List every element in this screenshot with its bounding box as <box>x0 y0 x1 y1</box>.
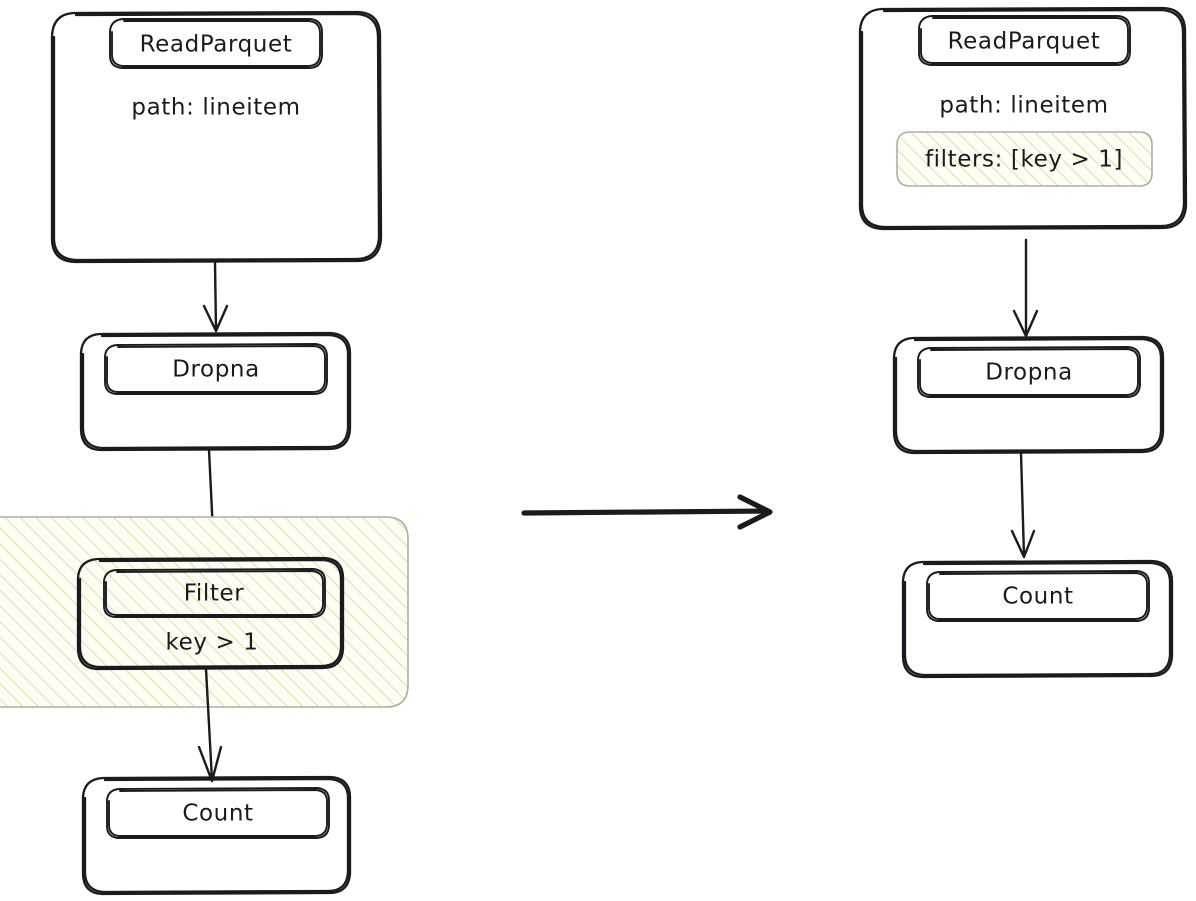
node-title-pill-left-count: Count <box>106 787 330 839</box>
node-title-pill-right-dropna: Dropna <box>917 346 1141 398</box>
node-title-right-count: Count <box>1002 584 1073 610</box>
edge-left-filter-to-count <box>197 667 223 783</box>
highlight-region-right-filters <box>896 131 1153 187</box>
node-right-dropna[interactable]: Dropna <box>892 335 1165 455</box>
node-title-right-readparquet: ReadParquet <box>948 29 1101 55</box>
node-left-filter[interactable]: Filter key > 1 <box>76 556 345 671</box>
node-line-right-readparquet-filters: filters: [key > 1] <box>925 147 1123 173</box>
edge-left-readparquet-to-dropna <box>202 260 229 333</box>
node-title-pill-right-count: Count <box>926 570 1150 622</box>
node-right-readparquet[interactable]: ReadParquet path: lineitem filters: [key… <box>858 6 1188 231</box>
node-title-pill-right-readparquet: ReadParquet <box>918 15 1131 66</box>
node-left-count[interactable]: Count <box>81 775 352 896</box>
node-title-pill-left-dropna: Dropna <box>104 343 328 395</box>
node-title-left-readparquet: ReadParquet <box>140 32 293 58</box>
node-title-left-count: Count <box>182 801 253 827</box>
node-title-left-filter: Filter <box>184 581 245 607</box>
right-pipeline: ReadParquet path: lineitem filters: [key… <box>858 6 1188 679</box>
node-line-left-filter-predicate: key > 1 <box>166 630 259 656</box>
node-line-right-readparquet-path: path: lineitem <box>939 93 1108 119</box>
edge-right-readparquet-to-dropna <box>1012 238 1039 338</box>
left-pipeline: ReadParquet path: lineitem Dropna <box>0 10 409 896</box>
node-left-dropna[interactable]: Dropna <box>79 331 352 452</box>
node-title-pill-left-filter: Filter <box>103 568 326 618</box>
edge-right-dropna-to-count <box>1010 451 1036 559</box>
node-title-left-dropna: Dropna <box>172 357 260 383</box>
node-right-count[interactable]: Count <box>901 559 1174 679</box>
node-title-right-dropna: Dropna <box>985 360 1073 386</box>
highlight-region-left-filter <box>0 516 409 708</box>
transforms-into-arrow <box>521 494 773 530</box>
node-left-readparquet[interactable]: ReadParquet path: lineitem <box>50 10 383 264</box>
node-title-pill-left-readparquet: ReadParquet <box>109 18 323 69</box>
node-line-left-readparquet-path: path: lineitem <box>131 95 300 121</box>
